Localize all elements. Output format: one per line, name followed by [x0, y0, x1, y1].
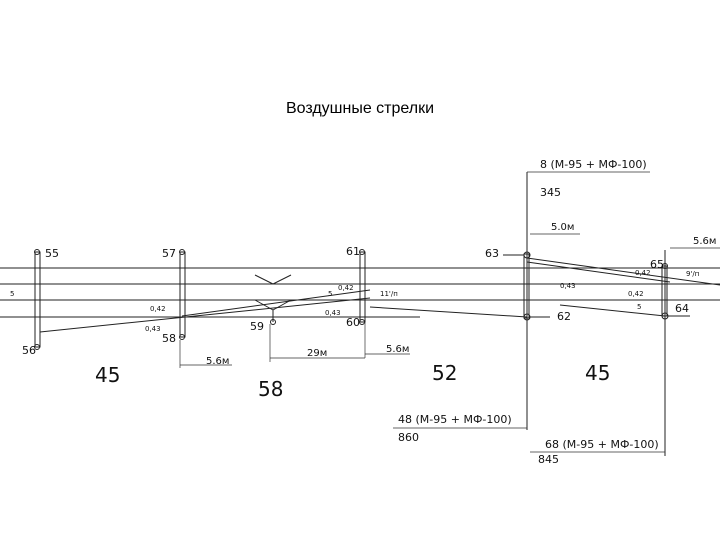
pole-label: 64 — [675, 302, 689, 315]
span-dimension: 5.6м — [386, 344, 409, 355]
pole-marker — [179, 334, 185, 340]
gap-value: 5 — [328, 290, 332, 298]
section-number: 45 — [95, 363, 120, 387]
wire-line — [559, 304, 666, 317]
span-dimension: 29м — [307, 348, 327, 359]
pole-marker — [359, 319, 365, 325]
pole-label: 56 — [22, 344, 36, 357]
gap-value: 5 — [10, 290, 14, 298]
gap-value: 0,42 — [338, 284, 354, 292]
pole-label: 59 — [250, 320, 264, 333]
span-dimension: 5.0м — [551, 222, 574, 233]
pole-marker — [34, 344, 40, 350]
gap-value: 11'/п — [380, 290, 398, 298]
gap-value: 9'/п — [686, 270, 699, 278]
pole-label: 58 — [162, 332, 176, 345]
gap-value: 0,42 — [628, 290, 644, 298]
pole-marker — [34, 249, 40, 255]
pole-label: 65 — [650, 258, 664, 271]
pole-label: 62 — [557, 310, 571, 323]
gap-value: 0,43 — [145, 325, 161, 333]
switch-mark — [272, 274, 292, 285]
gap-value: 0,43 — [560, 282, 576, 290]
switch-mark — [254, 274, 274, 285]
pole-57-58 — [179, 251, 186, 338]
section-number: 45 — [585, 361, 610, 385]
pole-61-60 — [359, 251, 366, 323]
pole-label: 60 — [346, 316, 360, 329]
wire-line — [369, 306, 528, 318]
feeder-number: 860 — [398, 431, 419, 444]
pole-marker — [179, 249, 185, 255]
pole-label: 55 — [45, 247, 59, 260]
feeder-cable: 48 (М-95 + МФ-100) — [398, 413, 512, 426]
pole-marker — [270, 319, 276, 325]
section-number: 58 — [258, 377, 283, 401]
gap-value: 5 — [637, 303, 641, 311]
switch-mark — [272, 299, 292, 311]
pole-label: 57 — [162, 247, 176, 260]
gap-value: 0,43 — [325, 309, 341, 317]
switch-mark — [254, 299, 274, 311]
wire-line — [526, 257, 720, 286]
pole-label: 61 — [346, 245, 360, 258]
gap-value: 0,42 — [150, 305, 166, 313]
gap-value: 0,42 — [635, 269, 651, 277]
pole-marker — [359, 249, 365, 255]
feeder-cable: 8 (М-95 + МФ-100) — [540, 158, 647, 171]
pole-55-56 — [34, 251, 41, 348]
span-dimension: 5.6м — [693, 236, 716, 247]
slide-title: Воздушные стрелки — [285, 100, 435, 117]
feeder-number: 345 — [540, 186, 561, 199]
feeder-cable: 68 (М-95 + МФ-100) — [545, 438, 659, 451]
span-dimension: 5.6м — [206, 356, 229, 367]
section-number: 52 — [432, 361, 457, 385]
wire-line — [39, 297, 371, 333]
wire-line — [526, 261, 671, 283]
pole-label: 63 — [485, 247, 499, 260]
wire-line — [181, 289, 371, 317]
feeder-number: 845 — [538, 453, 559, 466]
